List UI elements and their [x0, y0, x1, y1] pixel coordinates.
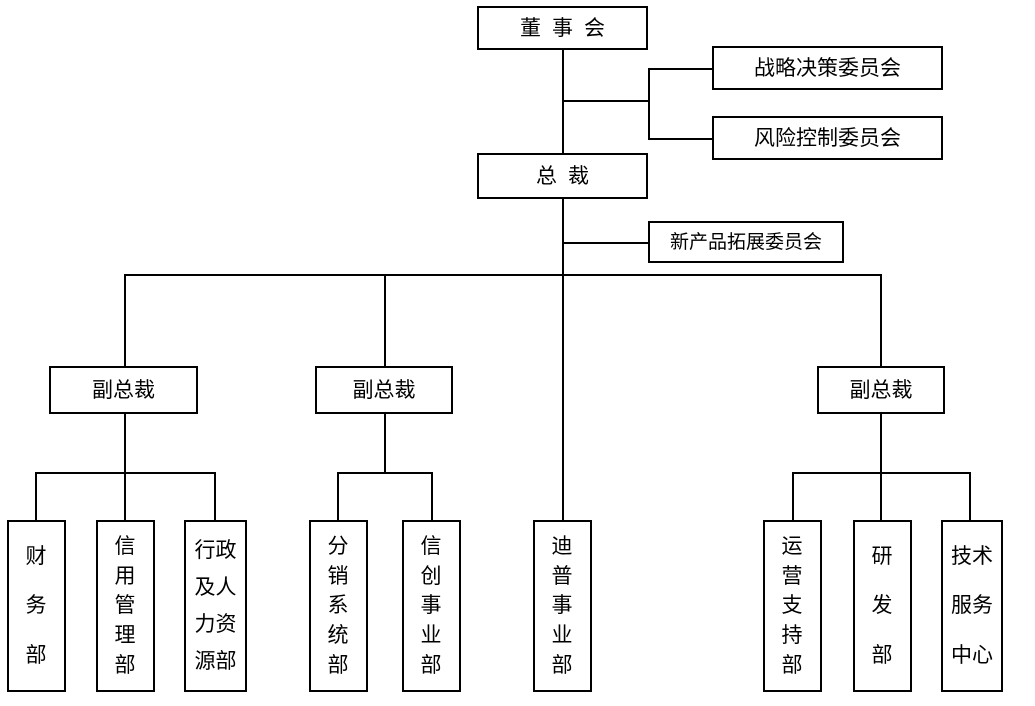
connector-main-bus: [124, 274, 882, 276]
node-strategy-decision-committee[interactable]: 战略决策委员会: [712, 46, 943, 90]
node-rnd-department[interactable]: 研 发 部: [853, 520, 912, 692]
connector-vp3-drop-rnd: [880, 472, 882, 520]
connector-to-risk-committee: [648, 138, 712, 140]
admin-hr-department-line-1: 行政: [194, 538, 237, 562]
distribution-system-department-line-5: 部: [327, 652, 350, 677]
node-vice-president-1-label: 副总裁: [92, 377, 155, 402]
node-dptech-business-department[interactable]: 迪 普 事 业 部: [533, 520, 592, 692]
node-admin-hr-department[interactable]: 行政 及人 力资 源部: [184, 520, 247, 692]
xinchuang-business-department-line-3: 事: [420, 593, 443, 618]
rnd-department-line-1: 研: [871, 544, 894, 569]
finance-department-line-2: 务: [25, 593, 48, 618]
operation-support-department-text: 运 营 支 持 部: [765, 532, 820, 680]
tech-service-center-line-3: 中心: [951, 642, 993, 667]
node-credit-management-department[interactable]: 信 用 管 理 部: [96, 520, 155, 692]
node-new-product-committee[interactable]: 新产品拓展委员会: [648, 221, 844, 263]
node-distribution-system-department[interactable]: 分 销 系 统 部: [309, 520, 368, 692]
tech-service-center-text: 技术 服务 中心: [943, 532, 1001, 680]
operation-support-department-line-2: 营: [781, 563, 804, 588]
dptech-business-department-line-3: 事: [551, 593, 574, 618]
connector-vp2-stem: [384, 414, 386, 473]
finance-department-line-3: 部: [25, 642, 48, 667]
finance-department-text: 财 务 部: [9, 532, 64, 680]
rnd-department-line-2: 发: [871, 593, 894, 618]
connector-committee-riser: [648, 68, 650, 140]
distribution-system-department-line-2: 销: [327, 563, 350, 588]
dptech-business-department-line-4: 业: [551, 623, 574, 648]
node-risk-control-committee[interactable]: 风险控制委员会: [712, 116, 943, 160]
xinchuang-business-department-line-4: 业: [420, 623, 443, 648]
connector-vp3-drop-techservice: [969, 472, 971, 520]
connector-vp1-drop-credit: [124, 472, 126, 520]
node-new-product-committee-label: 新产品拓展委员会: [669, 230, 822, 253]
admin-hr-department-line-2: 及人: [194, 575, 237, 599]
node-president-label: 总裁: [536, 163, 600, 188]
finance-department-line-1: 财: [25, 544, 48, 569]
xinchuang-business-department-line-1: 信: [420, 534, 443, 559]
xinchuang-business-department-line-2: 创: [420, 563, 443, 588]
node-board-of-directors-label: 董事会: [520, 15, 616, 40]
connector-vp1-drop-adminhr: [214, 472, 216, 520]
dptech-business-department-line-2: 普: [551, 563, 574, 588]
admin-hr-department-line-3: 力资: [194, 612, 237, 636]
connector-to-new-product-committee: [562, 242, 648, 244]
connector-to-strategy-committee: [648, 68, 712, 70]
tech-service-center-line-1: 技术: [951, 544, 993, 569]
node-risk-control-committee-label: 风险控制委员会: [754, 125, 901, 150]
connector-vp2-bus: [337, 472, 433, 474]
node-finance-department[interactable]: 财 务 部: [7, 520, 66, 692]
node-vice-president-2[interactable]: 副总裁: [315, 366, 453, 414]
connector-vp3-drop-operation: [792, 472, 794, 520]
distribution-system-department-text: 分 销 系 统 部: [311, 532, 366, 680]
dptech-business-department-line-5: 部: [551, 652, 574, 677]
connector-bus-to-vp2: [384, 274, 386, 366]
node-xinchuang-business-department[interactable]: 信 创 事 业 部: [402, 520, 461, 692]
credit-management-department-line-3: 管: [114, 593, 137, 618]
credit-management-department-line-2: 用: [114, 563, 137, 588]
operation-support-department-line-5: 部: [781, 652, 804, 677]
operation-support-department-line-3: 支: [781, 593, 804, 618]
credit-management-department-line-1: 信: [114, 534, 137, 559]
connector-president-trunk: [562, 199, 564, 520]
credit-management-department-line-4: 理: [114, 623, 137, 648]
credit-management-department-text: 信 用 管 理 部: [98, 532, 153, 680]
dptech-business-department-line-1: 迪: [551, 534, 574, 559]
node-tech-service-center[interactable]: 技术 服务 中心: [941, 520, 1003, 692]
node-vice-president-1[interactable]: 副总裁: [49, 366, 198, 414]
node-president[interactable]: 总裁: [477, 153, 648, 199]
connector-vp3-stem: [880, 414, 882, 473]
distribution-system-department-line-4: 统: [327, 623, 350, 648]
connector-bus-to-vp3: [880, 274, 882, 366]
credit-management-department-line-5: 部: [114, 652, 137, 677]
node-vice-president-3-label: 副总裁: [849, 377, 913, 402]
connector-bus-to-vp1: [124, 274, 126, 366]
xinchuang-business-department-line-5: 部: [420, 652, 443, 677]
node-board-of-directors[interactable]: 董事会: [477, 6, 648, 50]
connector-vp1-drop-finance: [35, 472, 37, 520]
admin-hr-department-text: 行政 及人 力资 源部: [186, 532, 245, 680]
tech-service-center-line-2: 服务: [951, 593, 993, 618]
rnd-department-text: 研 发 部: [855, 532, 910, 680]
distribution-system-department-line-3: 系: [327, 593, 350, 618]
connector-vp2-drop-distribution: [337, 472, 339, 520]
node-strategy-decision-committee-label: 战略决策委员会: [754, 55, 901, 80]
dptech-business-department-text: 迪 普 事 业 部: [535, 532, 590, 680]
xinchuang-business-department-text: 信 创 事 业 部: [404, 532, 459, 680]
distribution-system-department-line-1: 分: [327, 534, 350, 559]
node-vice-president-2-label: 副总裁: [352, 377, 416, 402]
operation-support-department-line-4: 持: [781, 623, 804, 648]
node-vice-president-3[interactable]: 副总裁: [817, 366, 945, 414]
connector-vp1-stem: [124, 414, 126, 473]
rnd-department-line-3: 部: [871, 642, 894, 667]
connector-vp2-drop-xinchuang: [431, 472, 433, 520]
admin-hr-department-line-4: 源部: [194, 649, 237, 673]
node-operation-support-department[interactable]: 运 营 支 持 部: [763, 520, 822, 692]
connector-board-to-committees: [562, 100, 650, 102]
operation-support-department-line-1: 运: [781, 534, 804, 559]
